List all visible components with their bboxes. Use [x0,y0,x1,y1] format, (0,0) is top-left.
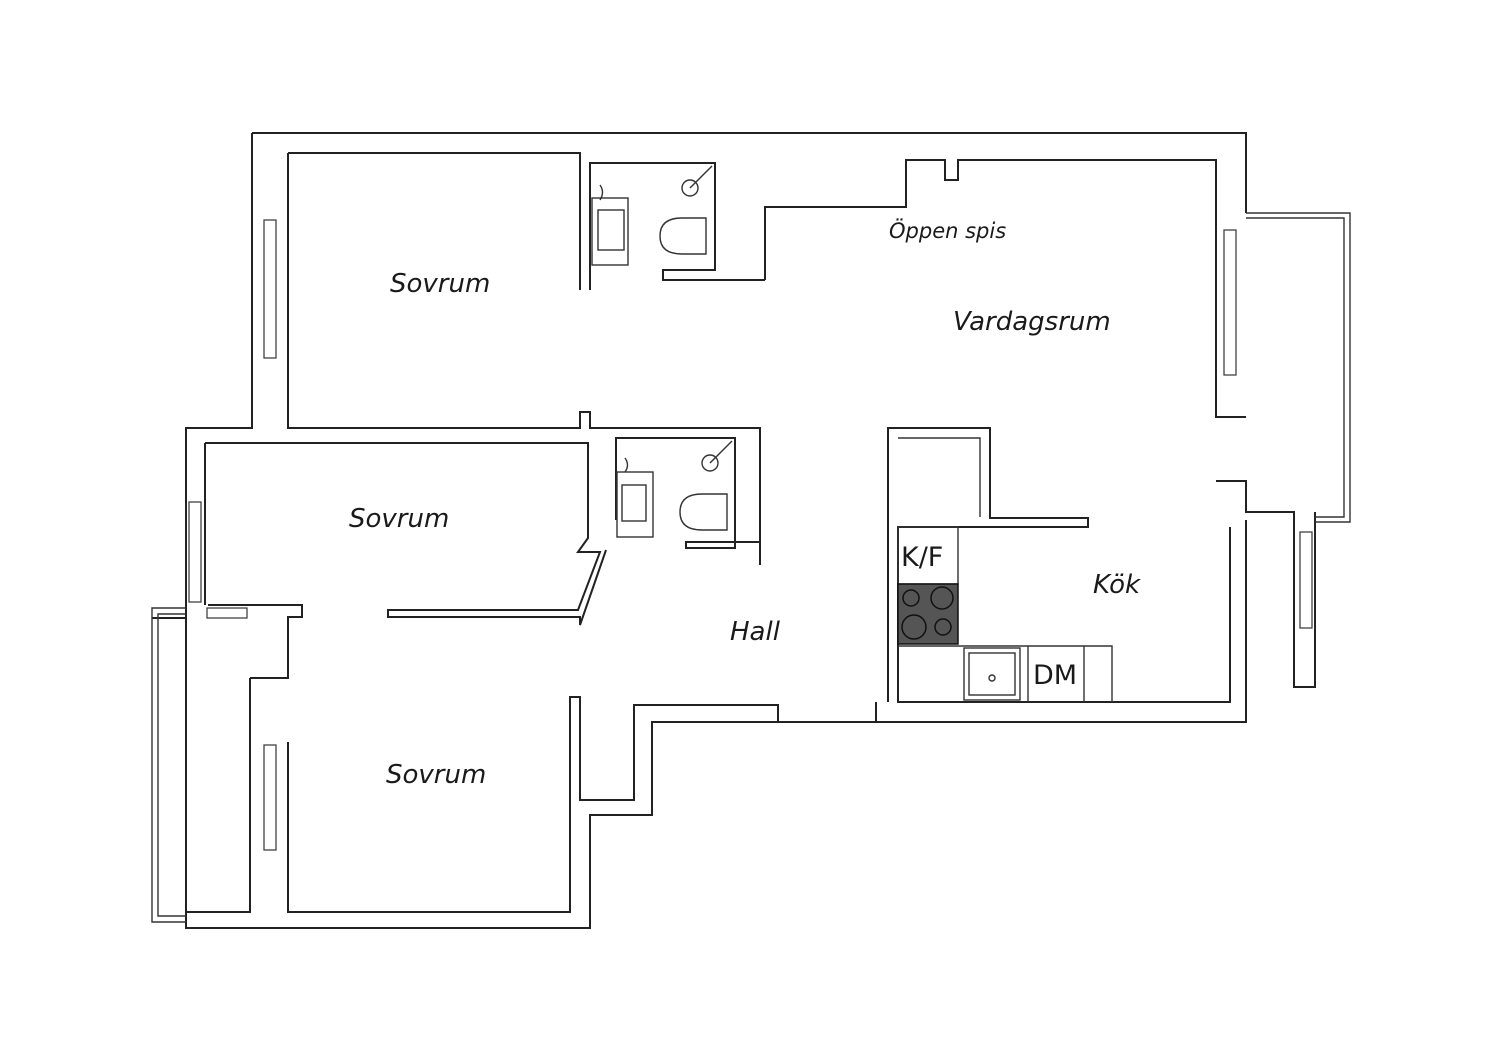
balcony-left [151,607,186,923]
inner-wall-top [287,152,761,565]
tap-mid-icon [624,457,629,473]
shower-head-top-icon [689,165,713,189]
toilet-top-icon [659,217,707,255]
window-left-mid [188,501,202,603]
inner-wall-bottom [287,696,779,913]
balcony-right [1246,212,1351,523]
basin-top-icon [597,209,625,251]
window-balcony-left [206,607,248,619]
label-fridge: K/F [901,542,943,573]
bathroom-mid-wall [615,437,760,549]
window-right-top [1223,229,1237,376]
outer-wall [152,132,1247,929]
label-fireplace: Öppen spis [889,218,1006,243]
inner-wall-kitchen-bottom [875,427,1231,722]
inner-wall-hall [204,442,607,679]
shower-mid-icon [701,454,719,472]
label-sovrum-top: Sovrum [390,269,490,299]
counter-line [898,645,1113,702]
stove-burner-icon [930,586,954,610]
tap-top-icon [599,184,604,201]
inner-wall-living [764,159,1246,418]
label-vardagsrum: Vardagsrum [953,307,1111,337]
sink-top-icon [591,197,629,266]
kitchen-basin-icon [968,652,1016,696]
kitchen-cabinet [898,437,981,517]
inner-wall-right-lower [1216,480,1316,688]
label-kitchen: Kök [1093,570,1141,600]
drain-icon [988,674,996,682]
shower-head-mid-icon [709,440,733,464]
stove-burner-icon [901,614,927,640]
window-left-bottom [263,744,277,851]
label-sovrum-mid: Sovrum [349,504,449,534]
label-dishwasher: DM [1033,660,1077,691]
stove-burner-icon [902,589,920,607]
toilet-mid-icon [679,493,728,531]
kitchen-sink-icon [963,647,1021,701]
shower-top-icon [681,179,699,197]
bathroom-top-wall [589,162,765,290]
label-hall: Hall [730,617,781,647]
stove-burner-icon [934,618,952,636]
inner-wall-left-bottom [186,678,251,913]
window-right-bottom [1299,531,1313,629]
basin-mid-icon [621,484,647,522]
label-sovrum-bottom: Sovrum [386,760,486,790]
window-left-top [263,219,277,359]
sink-mid-icon [616,471,654,538]
